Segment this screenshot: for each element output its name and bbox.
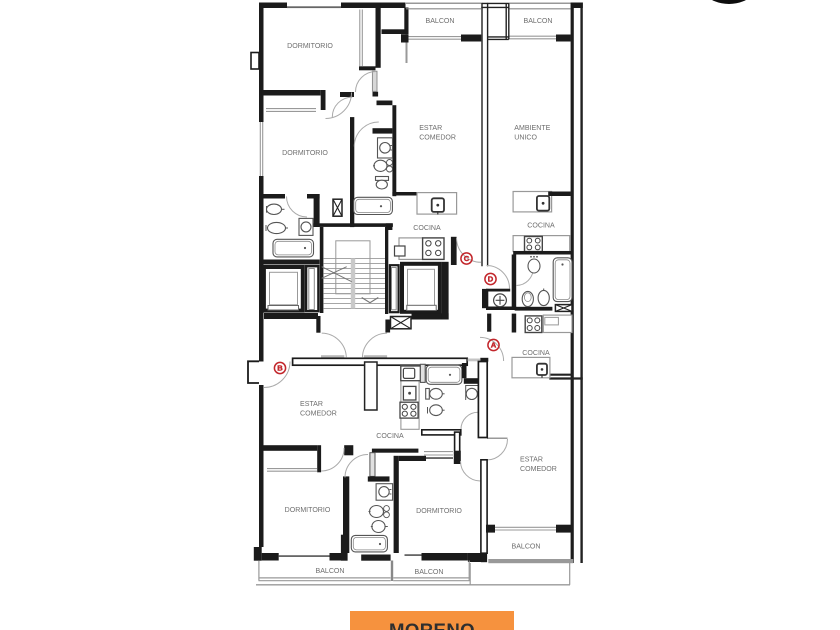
svg-text:BALCON: BALCON xyxy=(316,568,345,575)
svg-text:BALCON: BALCON xyxy=(415,569,444,576)
svg-text:DORMITORIO: DORMITORIO xyxy=(287,43,333,50)
svg-text:A: A xyxy=(491,341,497,350)
svg-text:AMBIENTE: AMBIENTE xyxy=(514,125,550,132)
svg-text:UNICO: UNICO xyxy=(514,135,537,142)
svg-text:BALCON: BALCON xyxy=(524,18,553,25)
svg-text:B: B xyxy=(277,364,283,373)
svg-text:C: C xyxy=(464,254,470,263)
svg-text:COCINA: COCINA xyxy=(522,350,550,357)
svg-text:BALCON: BALCON xyxy=(512,543,541,550)
svg-text:COCINA: COCINA xyxy=(376,433,404,440)
svg-text:BALCON: BALCON xyxy=(426,18,455,25)
svg-text:COCINA: COCINA xyxy=(527,223,555,230)
svg-text:ESTAR: ESTAR xyxy=(520,457,543,464)
svg-text:DORMITORIO: DORMITORIO xyxy=(285,507,331,514)
svg-text:DORMITORIO: DORMITORIO xyxy=(282,150,328,157)
svg-text:ESTAR: ESTAR xyxy=(300,401,323,408)
svg-text:MORENO: MORENO xyxy=(389,620,475,630)
svg-text:COMEDOR: COMEDOR xyxy=(419,135,456,142)
svg-text:COMEDOR: COMEDOR xyxy=(300,411,337,418)
svg-text:COCINA: COCINA xyxy=(413,225,441,232)
svg-text:D: D xyxy=(488,275,494,284)
svg-text:COMEDOR: COMEDOR xyxy=(520,466,557,473)
svg-text:DORMITORIO: DORMITORIO xyxy=(416,508,462,515)
svg-text:ESTAR: ESTAR xyxy=(419,125,442,132)
